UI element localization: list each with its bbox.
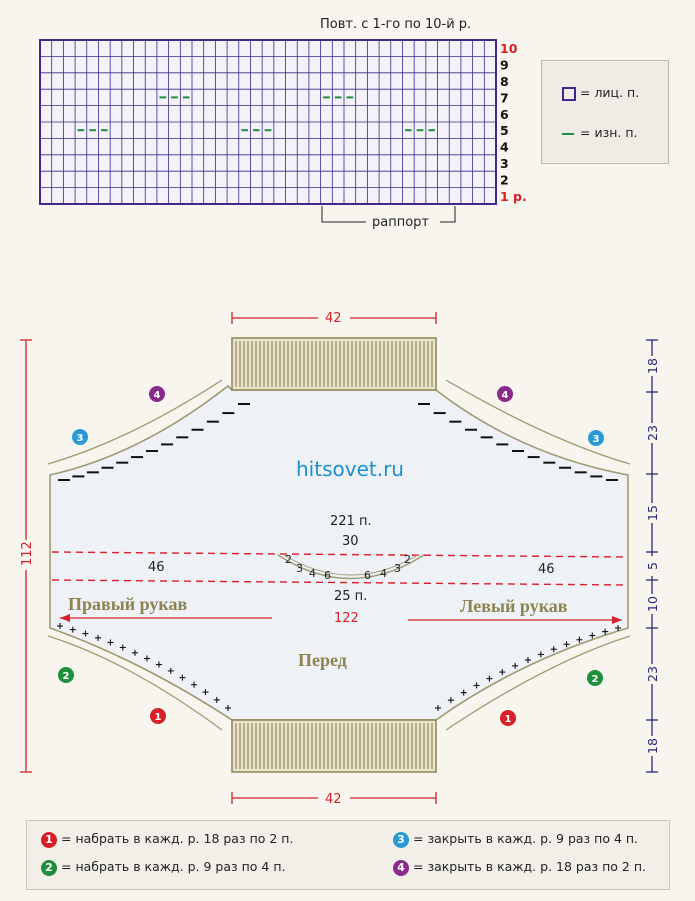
legend-purl: = изн. п. [562, 125, 637, 140]
row-label: 1 р. [500, 189, 527, 204]
row-label: 8 [500, 74, 509, 89]
center-width: 122 [334, 611, 359, 626]
left-sleeve-arrowhead [612, 616, 622, 624]
number-4-icon: 4 [393, 859, 409, 876]
cast-on-marks-left [57, 623, 231, 711]
watermark: hitsovet.ru [296, 457, 404, 481]
instruction-4: 4= закрыть в кажд. р. 18 раз по 2 п. [393, 859, 646, 876]
height-segment-value: 18 [645, 358, 660, 374]
height-segment-value: 10 [645, 596, 660, 612]
row-label: 10 [500, 41, 518, 56]
bind-off-dashes-right [418, 403, 618, 481]
number-3-icon: 3 [393, 831, 409, 848]
bottom-width-value: 42 [325, 792, 342, 807]
top-ribbing-stripes [235, 341, 433, 387]
marker-1-left: 1 [150, 708, 166, 724]
marker-3-left: 3 [72, 429, 88, 445]
marker-4-right: 4 [497, 386, 513, 402]
neck-step: 4 [380, 567, 387, 580]
symbol-legend: = лиц. п. = изн. п. [541, 60, 669, 164]
right-sleeve-arrowhead [60, 614, 70, 622]
neck-step: 6 [364, 569, 371, 582]
left-sleeve-label: Левый рукав [460, 596, 568, 616]
neck-step: 3 [394, 562, 401, 575]
right-bottom-band [445, 635, 631, 731]
instruction-3: 3= закрыть в кажд. р. 9 раз по 4 п. [393, 831, 638, 848]
bottom-ribbing [231, 719, 437, 773]
marker-4-left: 4 [149, 386, 165, 402]
height-segment-value: 23 [645, 425, 660, 441]
row-labels: 10 987 65 432 1 р. [500, 41, 527, 204]
number-1-icon: 1 [41, 831, 57, 848]
marker-1-right: 1 [500, 710, 516, 726]
right-top-band [445, 379, 631, 465]
left-bottom-band [47, 635, 223, 731]
height-segment-value: 23 [645, 666, 660, 682]
neck-step: 2 [404, 553, 411, 566]
stitches-total: 221 п. [330, 514, 372, 529]
svg-text:1: 1 [155, 712, 162, 723]
row-label: 4 [500, 140, 509, 155]
knit-symbol-icon [562, 86, 576, 101]
height-segment-value: 5 [645, 562, 660, 570]
rapport-label: раппорт [372, 215, 429, 230]
rapport-bracket-left [321, 206, 366, 223]
neck-bottom-count: 25 п. [334, 589, 367, 604]
marker-2-right: 2 [587, 670, 603, 686]
left-top-band [47, 379, 223, 465]
neck-opening-inner [283, 554, 419, 576]
neck-step: 4 [309, 567, 316, 580]
svg-text:3: 3 [593, 434, 600, 445]
row-label: 9 [500, 58, 509, 73]
total-height-value: 112 [20, 541, 35, 566]
svg-text:4: 4 [502, 390, 509, 401]
rapport-bracket-right [440, 206, 456, 223]
instruction-2: 2= набрать в кажд. р. 9 раз по 4 п. [41, 859, 286, 876]
instructions-legend: 1= набрать в кажд. р. 18 раз по 2 п. 2= … [26, 820, 670, 890]
svg-text:2: 2 [63, 671, 70, 682]
neck-center-count: 30 [342, 534, 359, 549]
row-label: 2 [500, 172, 509, 187]
bind-off-dashes-left [58, 403, 250, 481]
svg-text:1: 1 [505, 714, 512, 725]
neck-opening [277, 554, 425, 580]
svg-text:3: 3 [77, 433, 84, 444]
neck-step: 6 [324, 569, 331, 582]
legend-knit: = лиц. п. [562, 85, 639, 101]
cast-on-marks-right [435, 625, 621, 711]
bottom-ribbing-stripes [235, 723, 433, 769]
marker-2-left: 2 [58, 667, 74, 683]
chart-header: Повт. с 1-го по 10-й р. [320, 17, 471, 32]
row-label: 6 [500, 107, 509, 122]
row-label: 7 [500, 90, 509, 105]
instruction-1: 1= набрать в кажд. р. 18 раз по 2 п. [41, 831, 293, 848]
row-label: 3 [500, 156, 509, 171]
height-segment-value: 15 [645, 505, 660, 521]
svg-text:2: 2 [592, 674, 599, 685]
left-part-count: 46 [148, 560, 165, 575]
number-2-icon: 2 [41, 859, 57, 876]
right-part-count: 46 [538, 562, 555, 577]
right-height-segments: 18 23 15 5 10 23 18 [643, 339, 661, 773]
purl-symbol-icon [562, 132, 574, 135]
neck-step: 2 [285, 553, 292, 566]
marker-3-right: 3 [588, 430, 604, 446]
pattern-grid [39, 39, 497, 205]
top-width-value: 42 [325, 311, 342, 326]
top-ribbing [231, 337, 437, 391]
svg-text:4: 4 [154, 390, 161, 401]
front-label: Перед [298, 650, 347, 670]
right-sleeve-label: Правый рукав [68, 594, 188, 614]
neck-step: 3 [296, 562, 303, 575]
row-label: 5 [500, 123, 509, 138]
height-segment-value: 18 [645, 738, 660, 754]
